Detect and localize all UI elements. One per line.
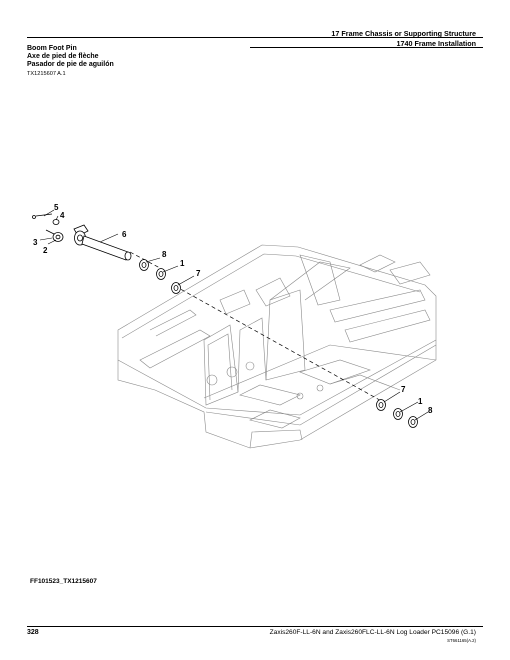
title-french: Axe de pied de flèche bbox=[27, 53, 99, 60]
callout-2: 2 bbox=[43, 246, 48, 255]
title-english: Boom Foot Pin bbox=[27, 45, 77, 52]
footer-rule bbox=[27, 626, 483, 627]
boom-foot-pin bbox=[73, 224, 132, 261]
footer-code: ST661165(A.2) bbox=[447, 638, 476, 643]
part-titles: Boom Foot Pin Axe de pied de flèche Pasa… bbox=[27, 45, 114, 69]
figure-id: FF101523_TX1215607 bbox=[30, 578, 97, 585]
title-spanish: Pasador de pie de aguilón bbox=[27, 61, 114, 68]
page-number: 328 bbox=[27, 629, 39, 636]
callout-3: 3 bbox=[33, 238, 38, 247]
callout-8-upper: 8 bbox=[162, 250, 167, 259]
reference-code: TX1215607 A.1 bbox=[27, 71, 66, 77]
frame-drawing bbox=[117, 244, 437, 449]
callout-4: 4 bbox=[60, 211, 65, 220]
leader-lines bbox=[39, 209, 429, 421]
callouts: 5 4 3 2 6 8 1 7 7 1 8 bbox=[33, 203, 433, 415]
subheader-rule bbox=[250, 47, 483, 48]
upper-washers bbox=[139, 259, 181, 294]
subsection-title: 1740 Frame Installation bbox=[396, 39, 477, 48]
callout-7-upper: 7 bbox=[196, 269, 201, 278]
section-title: 17 Frame Chassis or Supporting Structure bbox=[331, 29, 476, 38]
assembly-line bbox=[174, 285, 386, 404]
callout-1-lower: 1 bbox=[418, 397, 423, 406]
lower-washers bbox=[376, 399, 418, 428]
header-rule bbox=[27, 37, 483, 38]
callout-7-lower: 7 bbox=[401, 385, 406, 394]
callout-1-upper: 1 bbox=[180, 259, 185, 268]
callout-8-lower: 8 bbox=[428, 406, 433, 415]
footer-title: Zaxis260F-LL-6N and Zaxis260FLC-LL-6N Lo… bbox=[269, 629, 476, 636]
callout-5: 5 bbox=[54, 203, 59, 212]
callout-6: 6 bbox=[122, 230, 127, 239]
